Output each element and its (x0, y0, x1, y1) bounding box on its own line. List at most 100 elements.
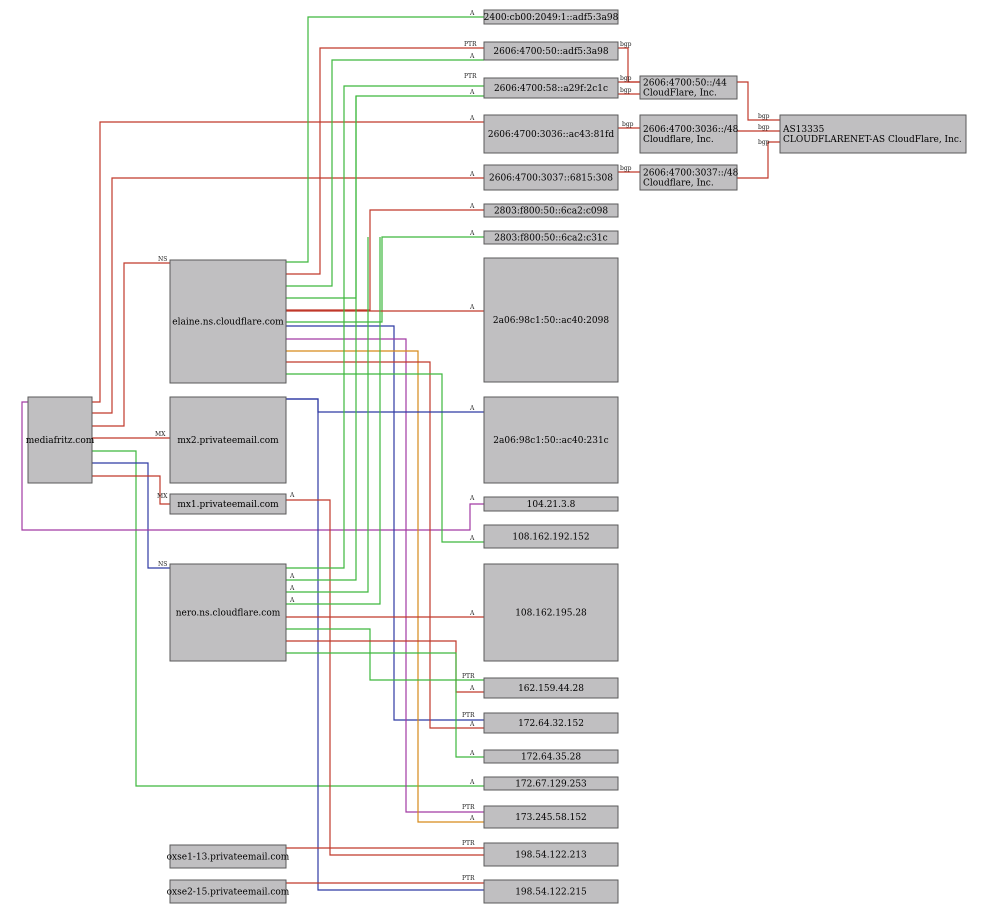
node-elaine[interactable]: elaine.ns.cloudflare.com (169, 259, 287, 384)
node-pfx44-box (639, 75, 738, 100)
edge-nero-a-ip6-7b: A (286, 237, 369, 593)
node-ip6_6[interactable]: 2803:f800:50::6ca2:c098 (483, 203, 619, 218)
node-ip4_10[interactable]: 198.54.122.215 (483, 879, 619, 904)
edge-nero-a-ip6-7b-line (286, 237, 369, 593)
edge-elaine-a-ip6-1-line (286, 16, 484, 263)
node-nero[interactable]: nero.ns.cloudflare.com (169, 563, 287, 662)
node-mx2[interactable]: mx2.privateemail.com (169, 396, 287, 484)
edge-pfx44-bgp-as-label: bgp (758, 113, 770, 120)
node-oxse215-box (169, 879, 287, 904)
edge-nero-ptr-ip4-4: PTR (286, 628, 484, 681)
node-ip4_2[interactable]: 108.162.192.152 (483, 524, 619, 549)
edge-ip6-3-bgp-pfx44-label: bgp (620, 75, 632, 82)
edge-nero-ptr-ip4-4-line (286, 628, 484, 681)
node-ip6_5[interactable]: 2606:4700:3037::6815:308 (483, 164, 619, 191)
edge-mediafritz-a-ip4-1-line (21, 401, 484, 531)
edge-elaine-a-ip4-5b-line (286, 361, 484, 729)
node-ip4_6[interactable]: 172.64.35.28 (483, 749, 619, 764)
edge-oxse215-ptr-ip4-10-label: PTR (462, 875, 475, 882)
edge-mediafritz-ns-elaine-label: NS (158, 256, 167, 263)
edge-elaine-a-ip4-2: A (286, 373, 484, 543)
node-pfx48a-box (639, 114, 738, 154)
edge-elaine-a-ip6-6: A (286, 203, 484, 311)
node-ip4_1[interactable]: 104.21.3.8 (483, 496, 619, 512)
node-mediafritz-box (27, 396, 93, 484)
node-ip4_1-box (483, 496, 619, 512)
edge-pfx48b-bgp-as: bgp (737, 139, 780, 179)
node-mediafritz[interactable]: mediafritz.com (26, 396, 95, 484)
edge-pfx44-bgp-as-line (737, 81, 780, 121)
node-ip4_5-box (483, 712, 619, 734)
node-ip6_9-box (483, 396, 619, 484)
node-ip4_4-box (483, 677, 619, 699)
node-ip4_1-label: 104.21.3.8 (527, 500, 576, 510)
node-ip4_7-label: 172.67.129.253 (515, 780, 587, 790)
node-ip4_3-box (483, 563, 619, 662)
edge-ip6-3-bgp-pfx44: bgp (618, 75, 640, 83)
node-ip4_10-label: 198.54.122.215 (515, 888, 587, 898)
node-as13335-box (779, 114, 967, 154)
node-ip6_1-box (483, 9, 619, 25)
node-mx1[interactable]: mx1.privateemail.com (169, 493, 287, 515)
node-ip6_3[interactable]: 2606:4700:58::a29f:2c1c (483, 77, 619, 99)
edge-nero-a-ip4-6: A (286, 652, 484, 758)
node-ip4_10-box (483, 879, 619, 904)
edge-ip6-2-bgp-pfx44-label: bgp (620, 41, 632, 48)
node-ip4_9[interactable]: 198.54.122.213 (483, 842, 619, 867)
node-ip6_3-label: 2606:4700:58::a29f:2c1c (494, 84, 608, 94)
nodes-layer: mediafritz.com elaine.ns.cloudflare.com mx… (26, 9, 967, 904)
node-mediafritz-label: mediafritz.com (26, 436, 95, 446)
edge-elaine-ptr-ip4-5-label: PTR (462, 712, 475, 719)
edge-elaine-a-ip6-7-line (286, 236, 484, 323)
node-oxse113-box (169, 844, 287, 869)
node-ip4_7[interactable]: 172.67.129.253 (483, 776, 619, 791)
node-ip6_8[interactable]: 2a06:98c1:50::ac40:2098 (483, 257, 619, 383)
edge-mediafritz-a-ip6-5: A (92, 171, 484, 414)
edge-elaine-a-ip4-5b: A (286, 361, 484, 729)
edge-mediafritz-mx-mx2: MX (92, 431, 170, 439)
node-ip4_8[interactable]: 173.245.58.152 (483, 805, 619, 829)
node-ip6_1[interactable]: 2400:cb00:2049:1::adf5:3a98 (483, 9, 619, 25)
node-ip6_9[interactable]: 2a06:98c1:50::ac40:231c (483, 396, 619, 484)
edge-nero-a-ip6-3b-line (286, 96, 357, 581)
edge-nero-a-ip6-7b-label: A (289, 585, 295, 592)
edge-nero-a-ip4-3-label: A (469, 610, 475, 617)
edge-mediafritz-mx-mx1-line (92, 475, 170, 505)
node-pfx48b-label: Cloudflare, Inc. (643, 179, 714, 189)
node-ip6_8-box (483, 257, 619, 383)
edge-elaine-ptr-ip4-8: PTR (286, 338, 484, 813)
edge-elaine-ptr-ip4-8-label: PTR (462, 804, 475, 811)
edge-mediafritz-a-ip6-4-label: A (469, 115, 475, 122)
edge-mediafritz-a-ip6-4: A (92, 115, 484, 403)
edge-pfx48a-bgp-as: bgp (737, 124, 780, 132)
node-ip4_3[interactable]: 108.162.195.28 (483, 563, 619, 662)
edge-nero-ptr-ip6-3-label: PTR (464, 73, 477, 80)
node-ip4_3-label: 108.162.195.28 (515, 609, 587, 619)
node-pfx48b-box (639, 164, 738, 191)
node-ip6_7[interactable]: 2803:f800:50::6ca2:c31c (483, 230, 619, 245)
edge-nero-a-ip4-3: A (286, 610, 484, 618)
node-as13335-label: AS13335 (782, 125, 825, 135)
node-ip6_5-label: 2606:4700:3037::6815:308 (489, 174, 613, 184)
node-oxse113[interactable]: oxse1-13.privateemail.com (167, 844, 290, 869)
node-ip6_2[interactable]: 2606:4700:50::adf5:3a98 (483, 41, 619, 61)
edge-mx2-a-ip6-9: A (286, 398, 484, 413)
edge-mediafritz-a-ip6-5-line (92, 177, 484, 414)
node-ip4_5[interactable]: 172.64.32.152 (483, 712, 619, 734)
edge-elaine-ptr-ip6-2: PTR (286, 41, 484, 275)
node-oxse215[interactable]: oxse2-15.privateemail.com (167, 879, 290, 904)
node-ip4_8-label: 173.245.58.152 (515, 813, 587, 823)
edge-mediafritz-a-ip4-7-label: A (469, 779, 475, 786)
node-ip6_4-label: 2606:4700:3036::ac43:81fd (488, 130, 615, 140)
edge-mediafritz-a-ip6-4-line (92, 121, 484, 403)
edge-oxse113-ptr-ip4-9-label: PTR (462, 840, 475, 847)
node-ip6_4[interactable]: 2606:4700:3036::ac43:81fd (483, 114, 619, 154)
edge-nero-ptr-ip4-4-label: PTR (462, 673, 475, 680)
node-ip4_4[interactable]: 162.159.44.28 (483, 677, 619, 699)
